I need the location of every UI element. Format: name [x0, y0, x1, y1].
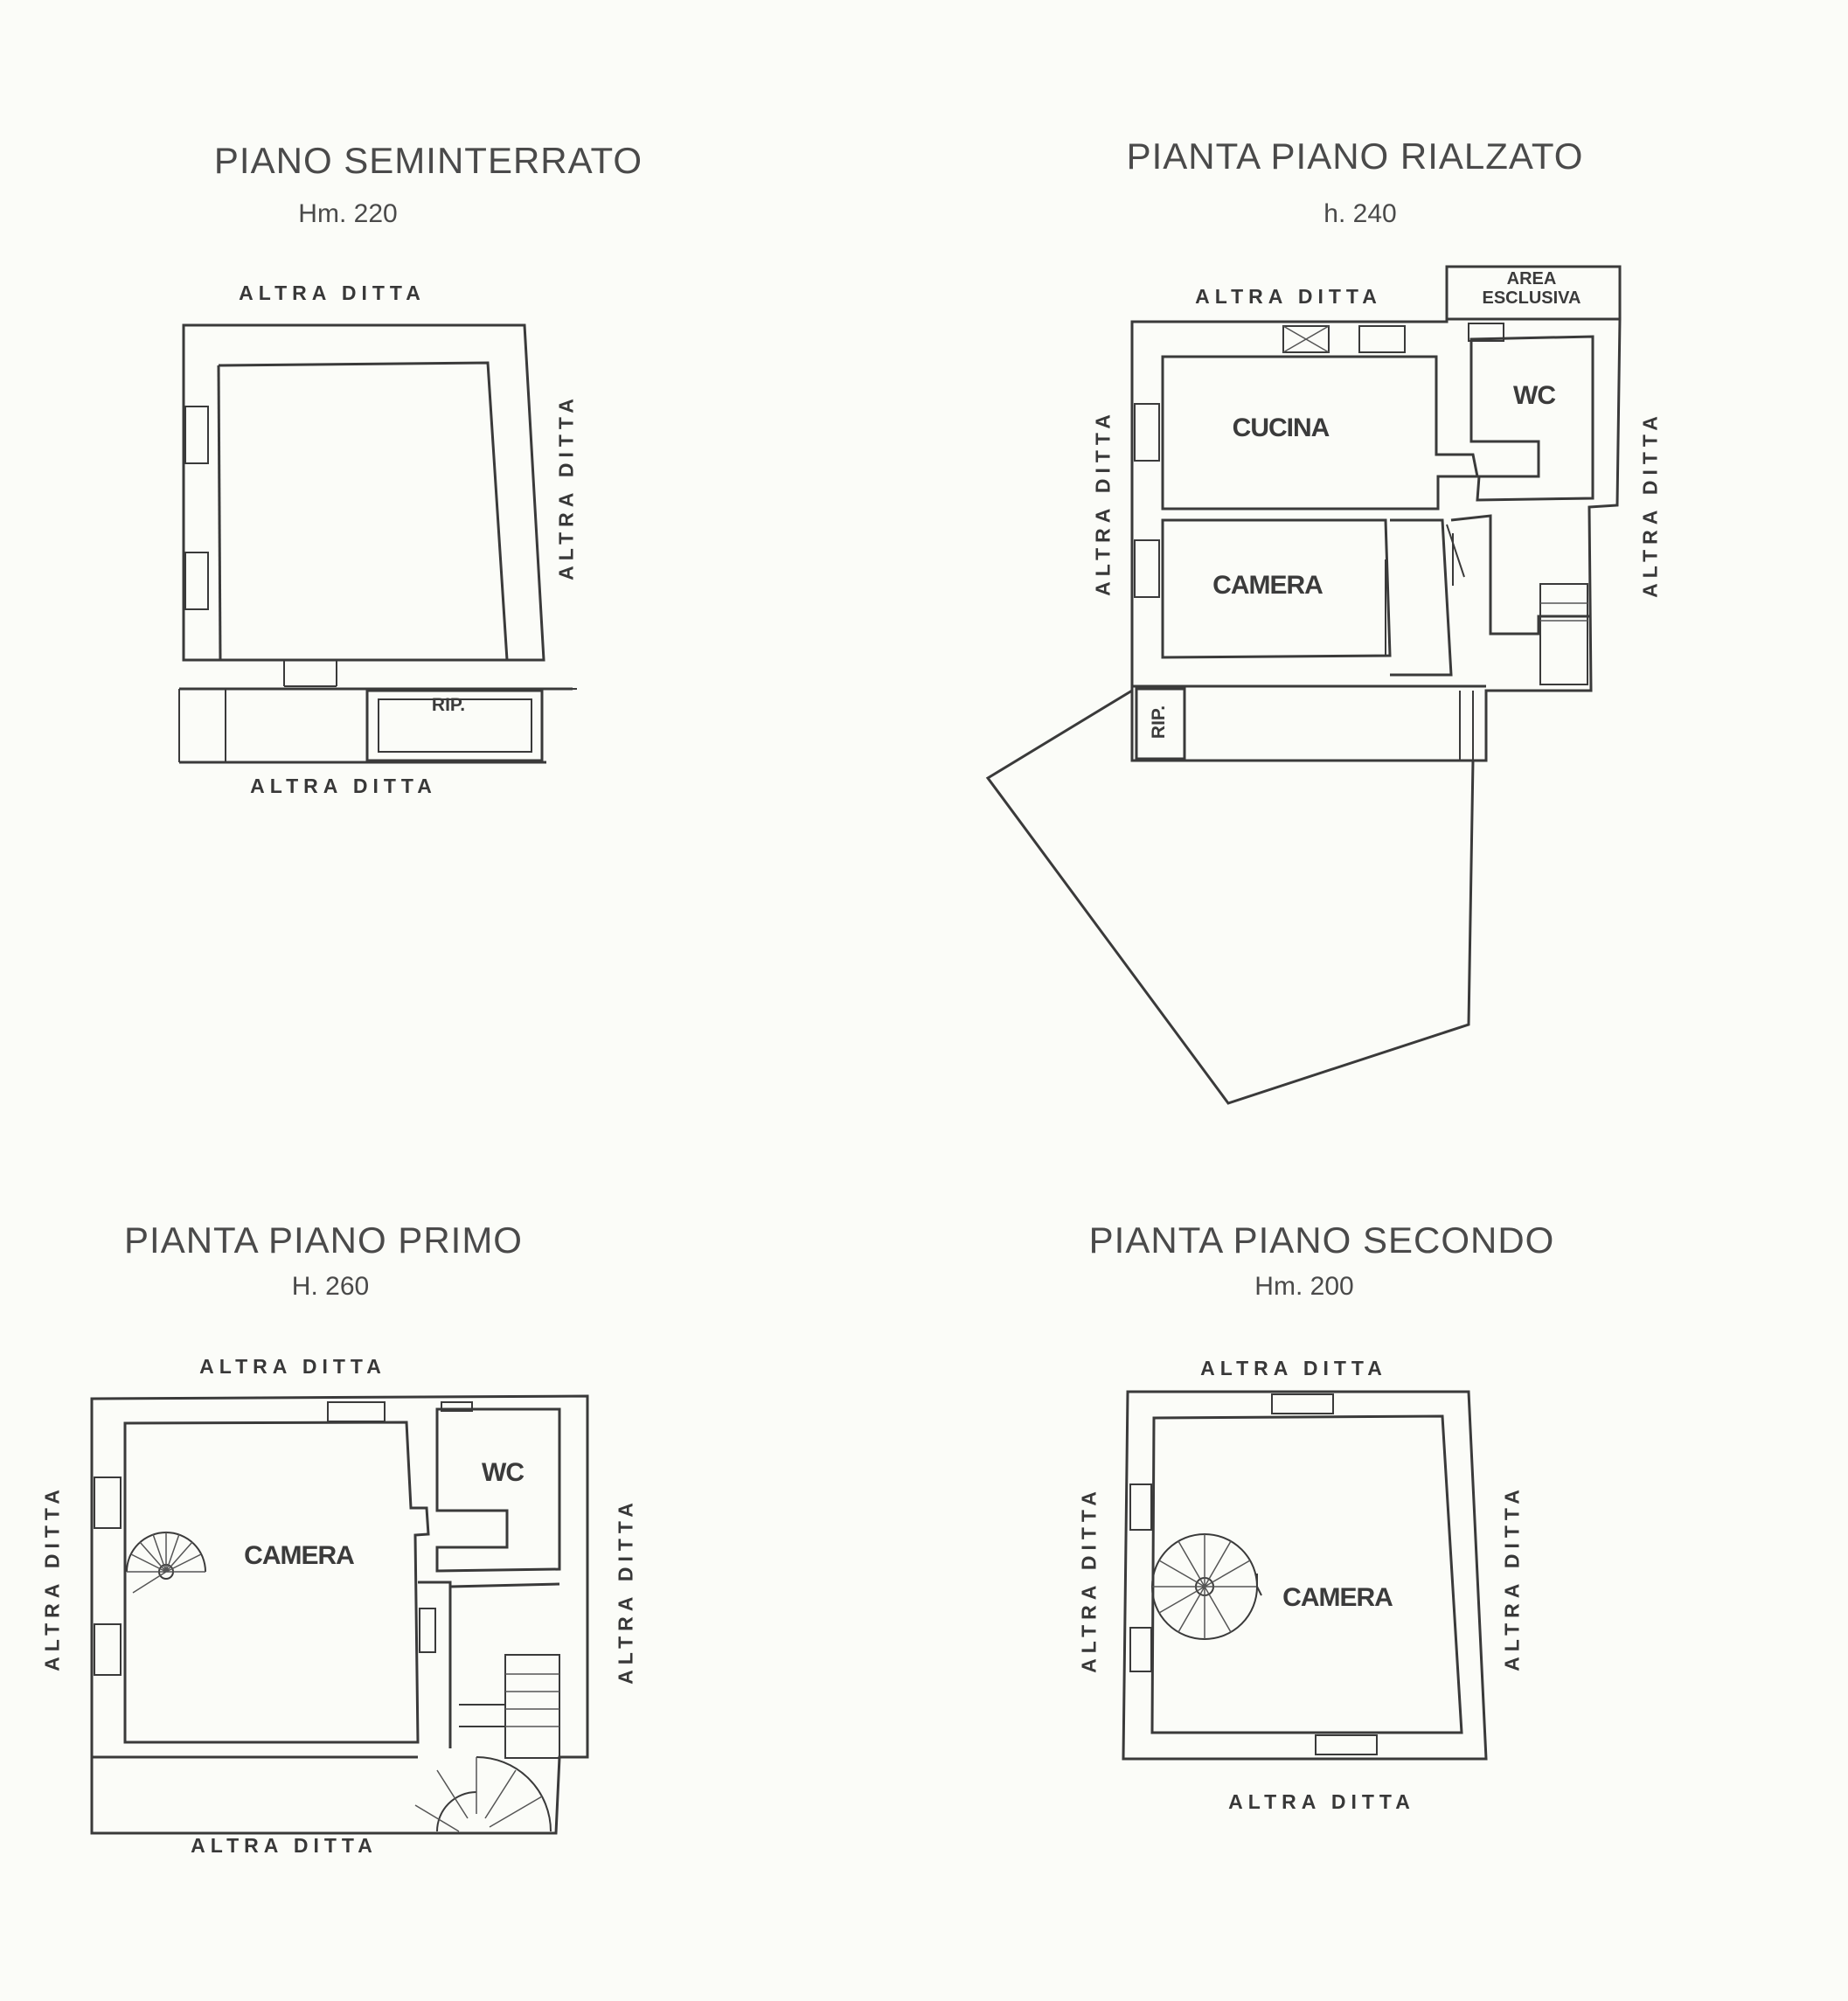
secondo-height: Hm. 200	[1254, 1272, 1354, 1301]
secondo-outer-wall	[1122, 1390, 1488, 1761]
secondo-window-left-2	[1129, 1627, 1152, 1672]
seminterrato-room-rip: RIP.	[431, 695, 466, 715]
secondo-neighbor-left: ALTRA DITTA	[1077, 1486, 1101, 1673]
secondo-neighbor-top: ALTRA DITTA	[1200, 1357, 1387, 1379]
plan-primo	[90, 1394, 589, 1835]
plan-seminterrato	[178, 323, 577, 764]
rialzato-window-left-1	[1134, 403, 1160, 462]
secondo-window-left-1	[1129, 1483, 1152, 1531]
seminterrato-window-2	[184, 552, 209, 610]
secondo-room-camera: CAMERA	[1282, 1583, 1393, 1612]
secondo-neighbor-bottom: ALTRA DITTA	[1228, 1790, 1415, 1813]
primo-neighbor-right: ALTRA DITTA	[614, 1497, 637, 1685]
seminterrato-title: PIANO SEMINTERRATO	[213, 140, 643, 181]
secondo-title: PIANTA PIANO SECONDO	[1088, 1219, 1555, 1261]
plan-rialzato	[985, 265, 1622, 1105]
rialzato-neighbor-right: ALTRA DITTA	[1638, 411, 1662, 598]
rialzato-room-wc: WC	[1513, 381, 1556, 410]
rialzato-garden-area	[985, 689, 1475, 1105]
rialzato-window-top-2	[1358, 325, 1406, 353]
seminterrato-outer-wall	[182, 323, 545, 662]
rialzato-rip-room	[1135, 687, 1186, 761]
seminterrato-neighbor-top: ALTRA DITTA	[239, 281, 426, 304]
rialzato-room-camera: CAMERA	[1212, 571, 1323, 600]
rialzato-neighbor-top: ALTRA DITTA	[1195, 285, 1382, 308]
seminterrato-rip-room	[365, 689, 544, 762]
rialzato-height: h. 240	[1323, 199, 1397, 228]
rialzato-title: PIANTA PIANO RIALZATO	[1126, 135, 1584, 177]
rialzato-outer-wall	[1130, 317, 1622, 762]
primo-window-top	[327, 1401, 386, 1422]
seminterrato-door	[283, 660, 337, 687]
rialzato-window-left-2	[1134, 539, 1160, 598]
primo-neighbor-bottom: ALTRA DITTA	[191, 1834, 378, 1857]
rialzato-stair-block	[1450, 514, 1589, 636]
primo-height: H. 260	[291, 1272, 370, 1301]
secondo-window-bottom	[1315, 1734, 1378, 1755]
primo-room-camera: CAMERA	[244, 1541, 355, 1570]
seminterrato-neighbor-bottom: ALTRA DITTA	[250, 775, 437, 797]
primo-camera-walls	[123, 1421, 430, 1744]
primo-neighbor-top: ALTRA DITTA	[199, 1355, 386, 1378]
rialzato-camera-walls	[1161, 518, 1392, 659]
primo-wc-walls	[435, 1407, 561, 1573]
rialzato-stair	[1539, 583, 1588, 685]
rialzato-room-rip: RIP.	[1149, 705, 1169, 740]
rialzato-wc-walls	[1469, 335, 1594, 502]
seminterrato-neighbor-right: ALTRA DITTA	[554, 393, 578, 580]
seminterrato-height: Hm. 220	[298, 199, 398, 228]
rialzato-corridor	[1390, 518, 1453, 677]
secondo-spiral-staircase	[1151, 1533, 1262, 1640]
primo-title: PIANTA PIANO PRIMO	[124, 1219, 523, 1261]
primo-window-left-1	[94, 1476, 122, 1529]
primo-corner-spiral	[414, 1756, 552, 1832]
primo-spiral-staircase	[126, 1532, 206, 1594]
rialzato-window-top-1	[1282, 325, 1330, 353]
secondo-inner-wall	[1150, 1414, 1463, 1734]
rialzato-room-cucina: CUCINA	[1232, 413, 1330, 442]
primo-door	[419, 1608, 436, 1653]
primo-landing-walls	[418, 1581, 560, 1748]
rialzato-cucina-walls	[1161, 355, 1479, 511]
rialzato-area-esclusiva: AREA ESCLUSIVA	[1482, 269, 1581, 308]
secondo-window-top	[1271, 1393, 1334, 1414]
primo-neighbor-left: ALTRA DITTA	[40, 1484, 64, 1671]
seminterrato-window-1	[184, 406, 209, 464]
rialzato-neighbor-left: ALTRA DITTA	[1091, 409, 1115, 596]
primo-room-wc: WC	[482, 1458, 525, 1487]
primo-stair	[504, 1654, 560, 1759]
plan-secondo	[1122, 1390, 1488, 1761]
secondo-neighbor-right: ALTRA DITTA	[1500, 1484, 1524, 1671]
seminterrato-inner-wall	[218, 361, 509, 661]
primo-window-left-2	[94, 1623, 122, 1676]
